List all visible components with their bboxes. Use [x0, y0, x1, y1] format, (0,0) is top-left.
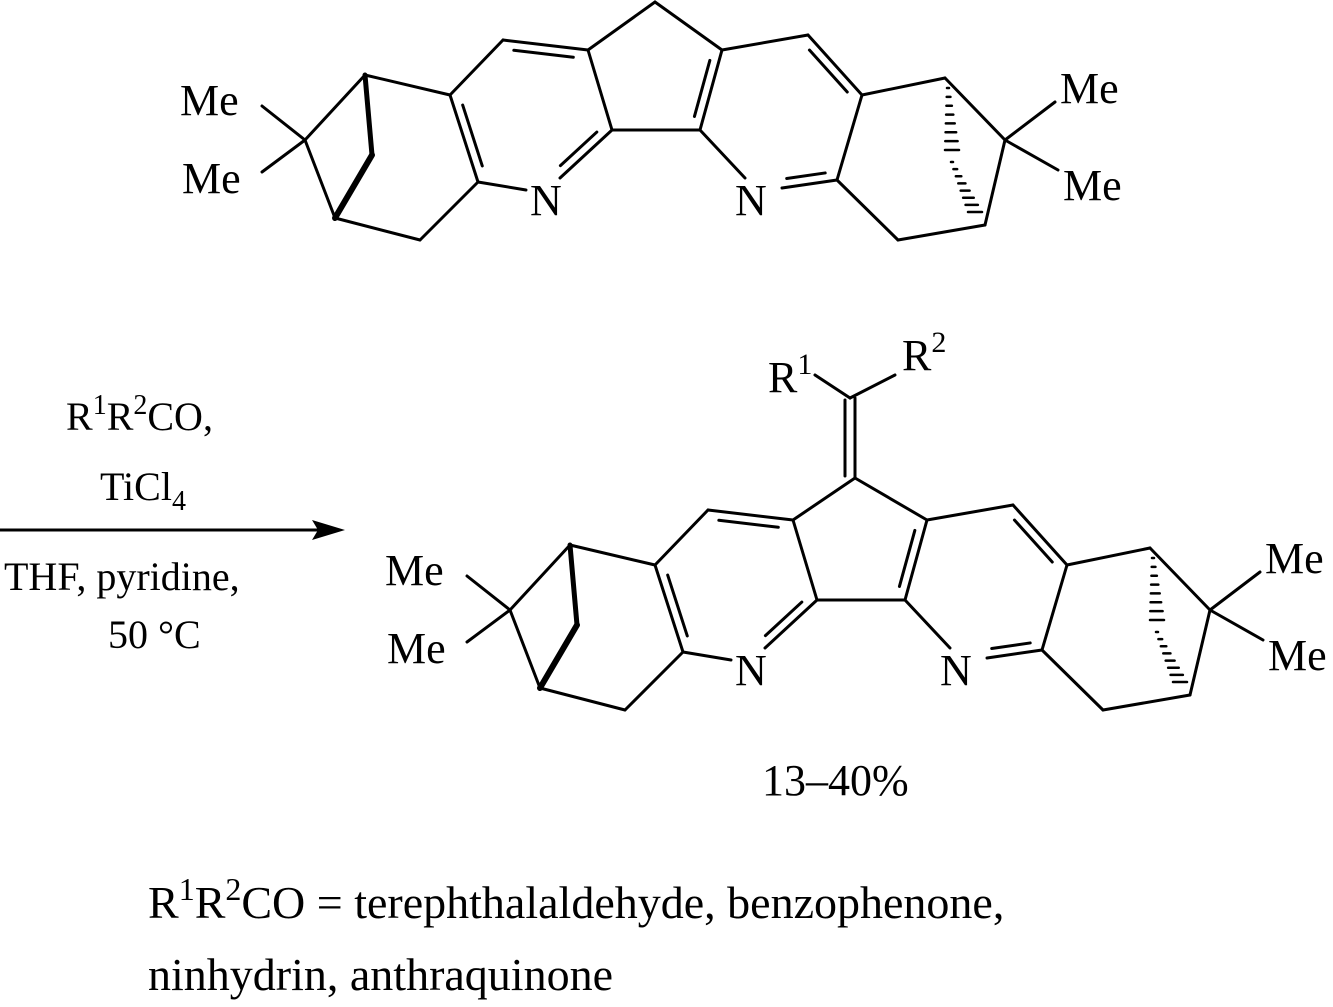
bond [476, 180, 528, 192]
bond [698, 48, 724, 132]
r2-label: R2 [902, 326, 946, 380]
bold-bond [332, 152, 375, 221]
bond [448, 38, 505, 97]
reaction-arrow [0, 520, 345, 540]
bond [780, 178, 839, 190]
bond [1208, 570, 1262, 612]
double-bond [1012, 518, 1054, 564]
bond [1011, 503, 1069, 567]
bond [1065, 546, 1152, 567]
bond [835, 178, 900, 242]
bond [653, 508, 710, 567]
bond [260, 104, 307, 142]
bond [303, 138, 337, 220]
nitrogen-label: N [530, 176, 562, 225]
methyl-label: Me [1060, 64, 1119, 113]
bond [791, 518, 819, 602]
bond [943, 76, 1007, 142]
bond [623, 650, 685, 712]
footnote-line2: ninhydrin, anthraquinone [148, 949, 613, 1000]
double-bond [461, 103, 484, 168]
footnote-line1: R1R2CO = terephthalaldehyde, benzophenon… [148, 871, 1004, 928]
double-bond [763, 600, 804, 638]
methyl-label: Me [182, 154, 241, 203]
double-bond [990, 641, 1032, 651]
bond [896, 223, 987, 242]
bond [1003, 100, 1057, 142]
bond [835, 93, 864, 182]
bond [1188, 608, 1212, 697]
bond [1148, 546, 1212, 612]
double-bond [512, 48, 575, 59]
bond [681, 650, 733, 662]
bond [568, 543, 657, 567]
nitrogen-label: N [940, 646, 972, 695]
bond [1101, 693, 1192, 712]
bond [1040, 648, 1105, 712]
bond [720, 33, 810, 52]
yield-label: 13–40% [762, 756, 909, 805]
bond [813, 373, 852, 400]
bond [985, 648, 1044, 660]
bond [465, 608, 512, 644]
condition-catalyst: TiCl4 [100, 464, 186, 517]
bond [501, 38, 590, 52]
double-bond [558, 130, 599, 168]
condition-solvent: THF, pyridine, [4, 554, 240, 599]
methyl-label: Me [385, 546, 444, 595]
double-bond [666, 573, 689, 638]
bond [333, 216, 422, 242]
double-bond [717, 518, 780, 529]
nitrogen-label: N [735, 646, 767, 695]
bond [925, 503, 1015, 522]
double-bond [807, 48, 849, 94]
r1-label: R1 [768, 348, 812, 402]
bond [418, 180, 480, 242]
bond [303, 73, 367, 142]
bond [586, 48, 614, 132]
bond [508, 543, 572, 612]
bold-bond [567, 542, 580, 628]
bold-bond [362, 72, 375, 158]
bond [706, 508, 795, 522]
methyl-label: Me [387, 624, 446, 673]
bond [903, 598, 952, 650]
condition-temperature: 50 °C [108, 612, 201, 657]
bond [558, 128, 614, 180]
bond [763, 598, 819, 650]
bond [1040, 563, 1069, 652]
bond [903, 518, 929, 602]
double-bond [785, 171, 827, 181]
bond [448, 93, 480, 184]
bond [653, 563, 685, 654]
methyl-label: Me [1265, 534, 1324, 583]
bond [260, 138, 307, 174]
bond [465, 574, 512, 612]
methyl-label: Me [180, 76, 239, 125]
bond [848, 373, 897, 400]
double-bond [692, 58, 712, 118]
bond [653, 0, 724, 52]
condition-reagent: R1R2CO, [66, 390, 213, 439]
methyl-label: Me [1268, 631, 1327, 680]
methyl-label: Me [1063, 161, 1122, 210]
bond [853, 476, 929, 522]
bond [806, 33, 864, 97]
bond [983, 138, 1007, 227]
bond [698, 128, 747, 180]
bond [586, 0, 657, 52]
bond [1003, 138, 1060, 172]
bond [791, 476, 857, 522]
bond [363, 73, 452, 97]
bond [508, 608, 542, 690]
bond [1208, 608, 1265, 642]
bond [538, 686, 627, 712]
bond [860, 76, 947, 97]
double-bond [897, 528, 917, 588]
bold-bond [537, 622, 580, 691]
nitrogen-label: N [735, 176, 767, 225]
